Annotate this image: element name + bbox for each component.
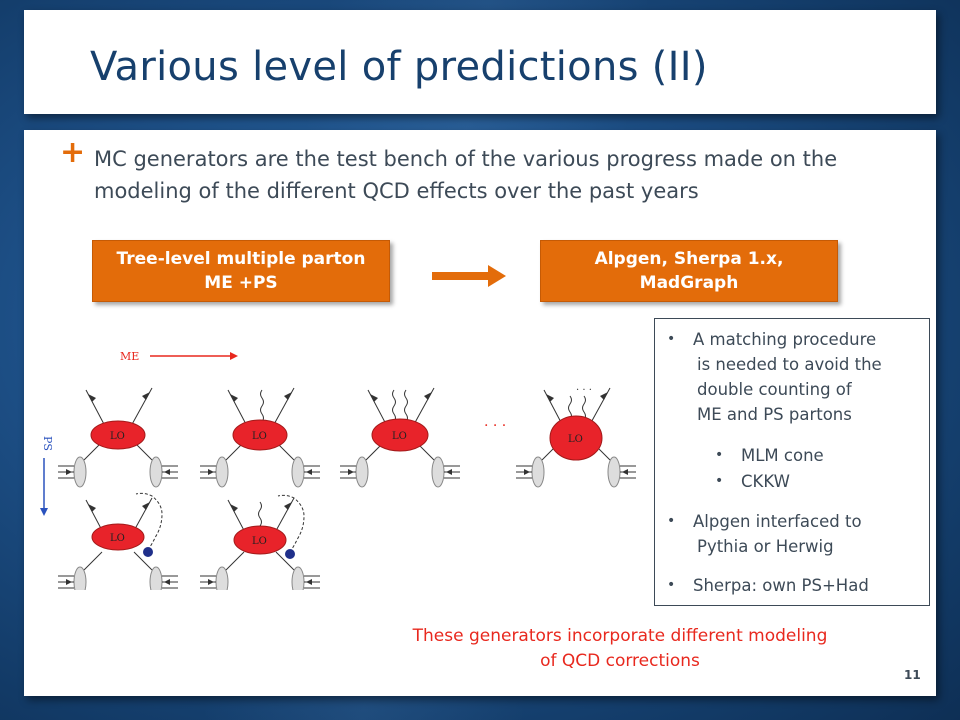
info-item1-line2: is needed to avoid the bbox=[697, 355, 882, 374]
footer-line2: of QCD corrections bbox=[540, 651, 700, 671]
box-generators-line1: Alpgen, Sherpa 1.x, bbox=[594, 249, 784, 269]
svg-text:LO: LO bbox=[110, 431, 125, 442]
svg-text:LO: LO bbox=[568, 434, 583, 445]
right-arrow-icon bbox=[432, 265, 506, 287]
box-tree-level-line1: Tree-level multiple parton bbox=[116, 249, 366, 269]
title-panel: Various level of predictions (II) bbox=[24, 10, 936, 114]
slide-title: Various level of predictions (II) bbox=[90, 44, 708, 90]
me-axis-label: ME bbox=[120, 350, 139, 363]
box-generators-line2: MadGraph bbox=[639, 273, 739, 293]
footer-note: These generators incorporate different m… bbox=[350, 624, 890, 674]
feynman-diagrams: ME PS LO LO LO . . . . . . LO LO bbox=[40, 350, 637, 590]
bullet-text: MC generators are the test bench of the … bbox=[94, 147, 838, 203]
info-item2-line1: Alpgen interfaced to bbox=[693, 512, 862, 531]
info-item1-line4: ME and PS partons bbox=[697, 405, 852, 424]
info-item2-line2: Pythia or Herwig bbox=[697, 537, 834, 556]
page-number: 11 bbox=[904, 668, 921, 682]
box-generators: Alpgen, Sherpa 1.x, MadGraph bbox=[540, 240, 838, 302]
ps-axis-label: PS bbox=[41, 436, 54, 451]
svg-text:LO: LO bbox=[110, 533, 125, 544]
info-sub1: MLM cone bbox=[741, 446, 824, 465]
matching-info-box: • A matching procedure is needed to avoi… bbox=[654, 318, 930, 606]
plus-bullet-icon: + bbox=[60, 135, 86, 170]
svg-text:. . .: . . . bbox=[576, 382, 592, 393]
info-sub2: CKKW bbox=[741, 472, 790, 491]
svg-text:LO: LO bbox=[252, 536, 267, 547]
info-item1-line3: double counting of bbox=[697, 380, 852, 399]
info-item1-line1: A matching procedure bbox=[693, 330, 877, 349]
svg-text:LO: LO bbox=[392, 431, 407, 442]
footer-line1: These generators incorporate different m… bbox=[412, 626, 828, 646]
svg-text:LO: LO bbox=[252, 431, 267, 442]
box-tree-level-line2: ME +PS bbox=[204, 273, 278, 293]
info-item3: Sherpa: own PS+Had bbox=[693, 576, 869, 595]
box-tree-level: Tree-level multiple parton ME +PS bbox=[92, 240, 390, 302]
ellipsis: . . . bbox=[484, 414, 506, 430]
